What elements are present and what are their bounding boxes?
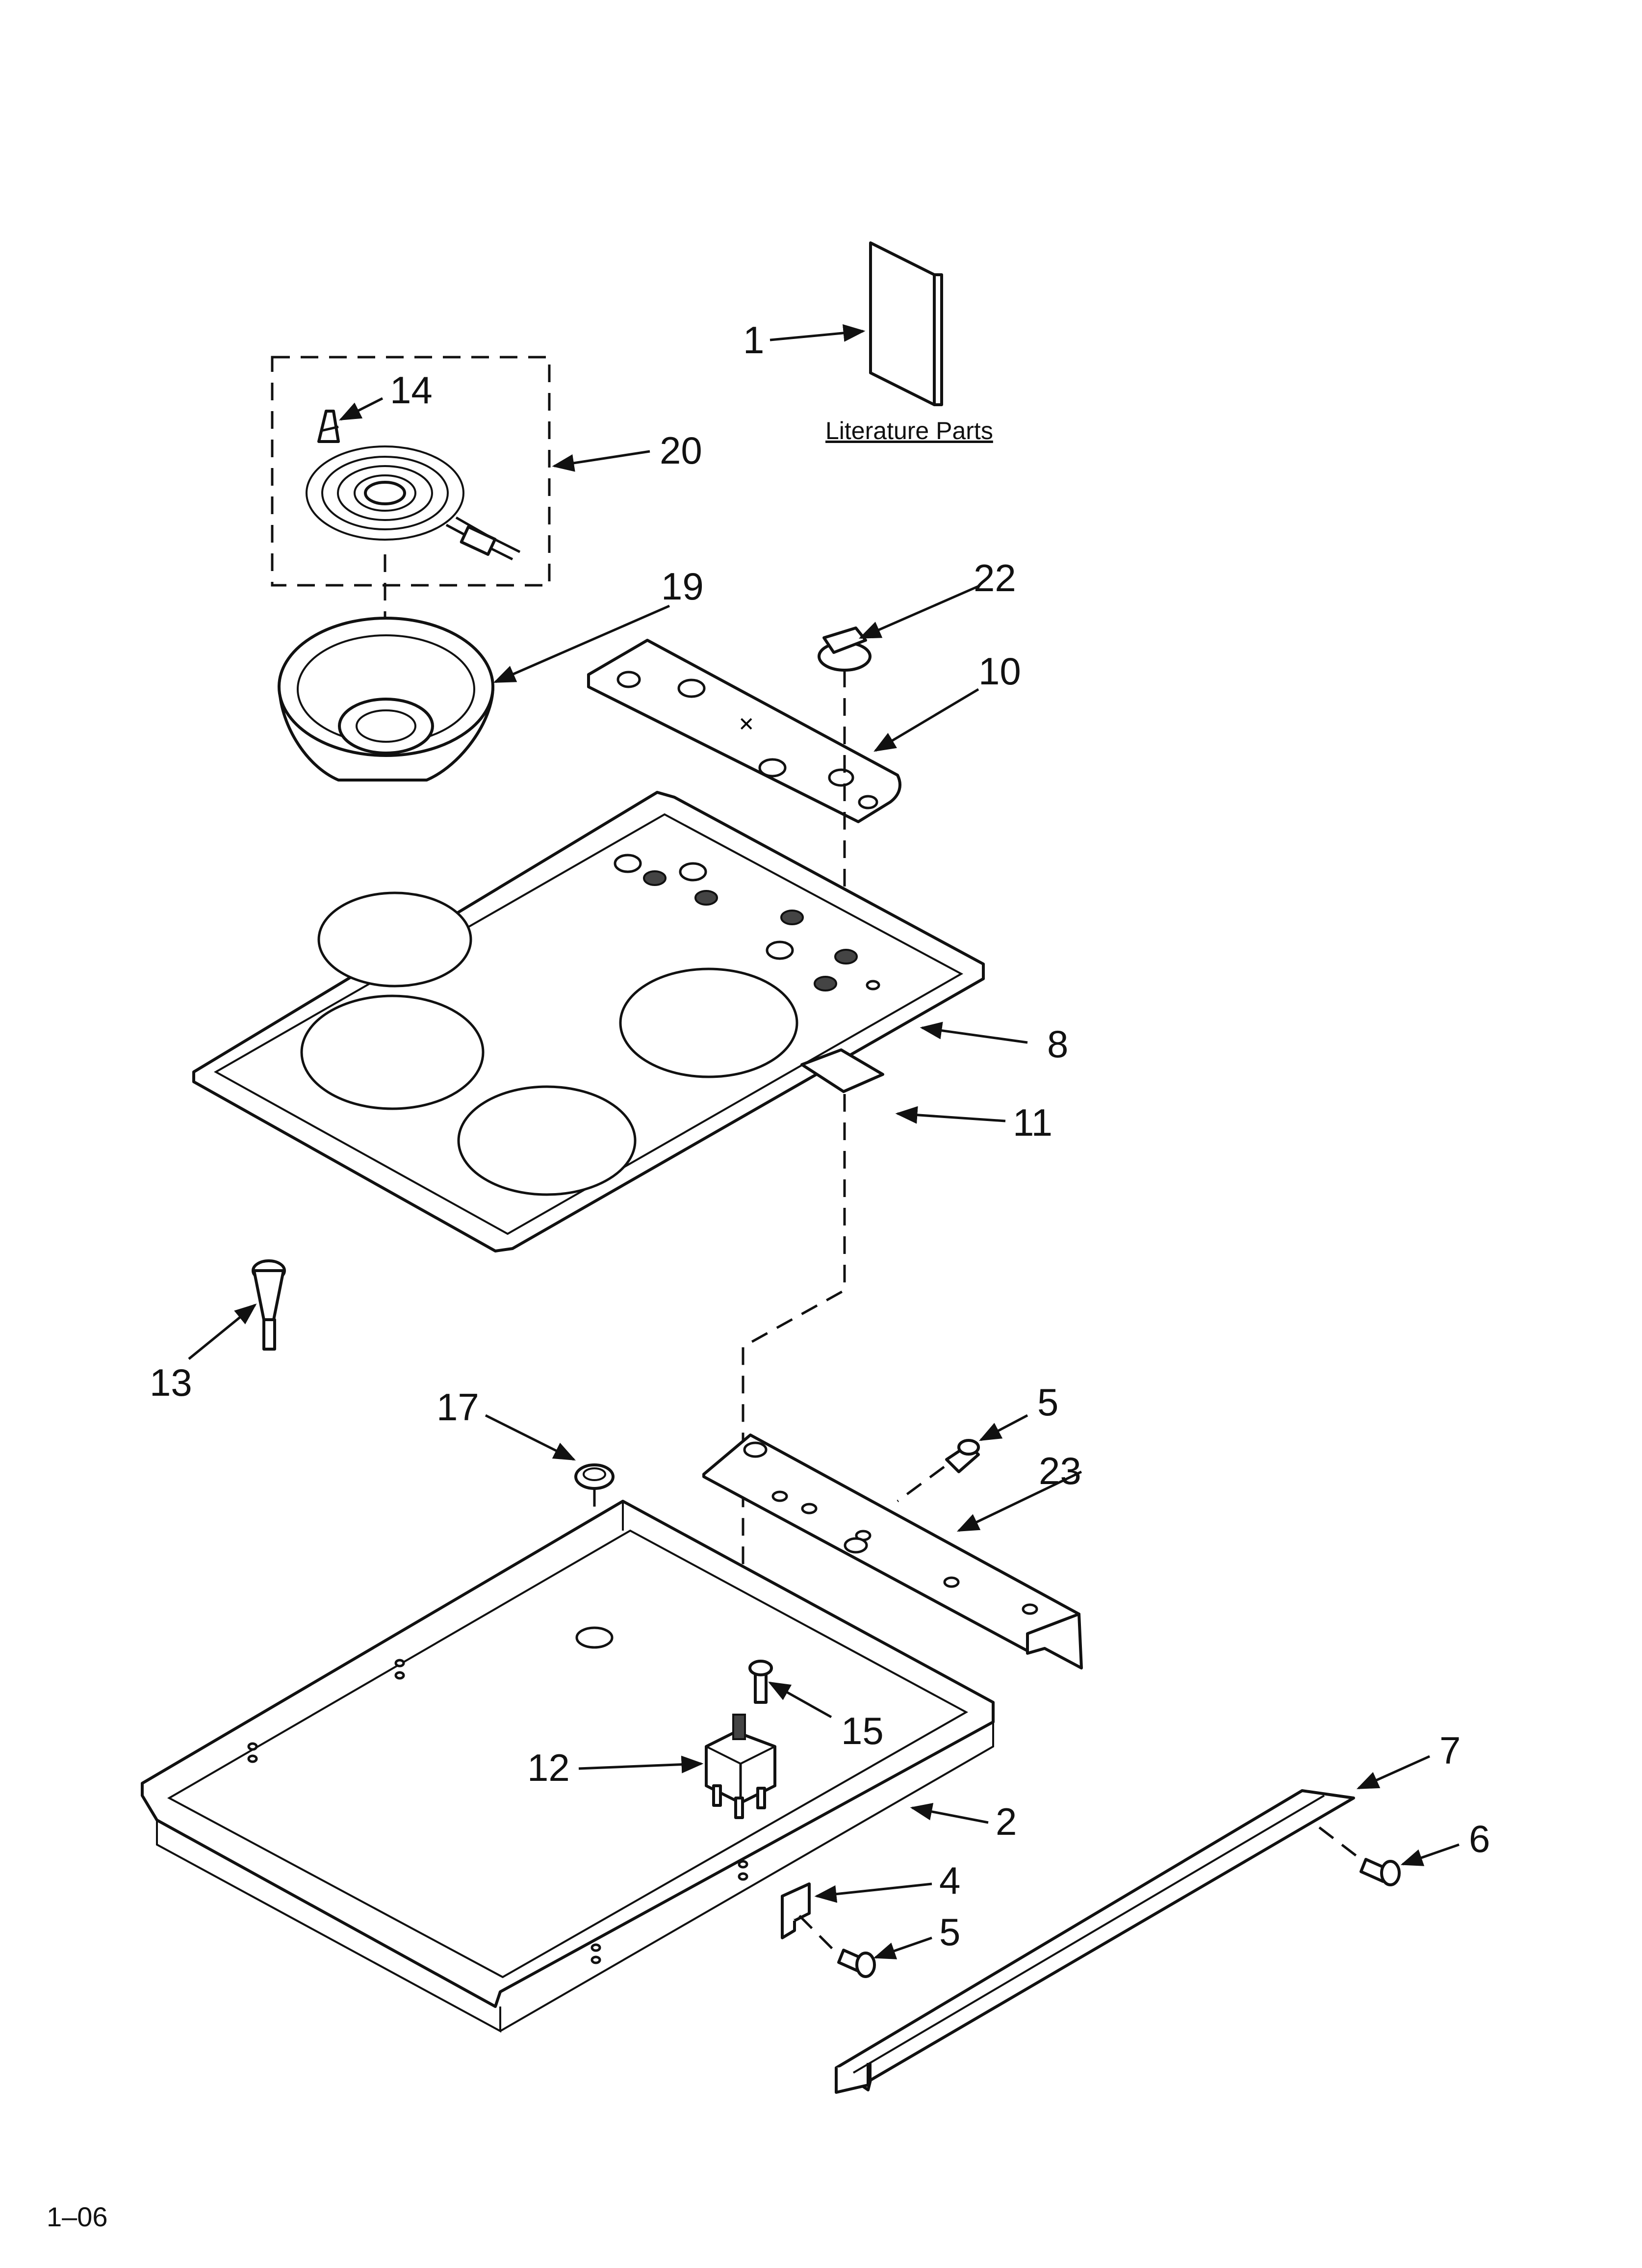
callout-13: 13	[150, 1361, 192, 1404]
switch-bracket	[702, 1434, 1083, 1669]
element-assembly-box	[271, 356, 551, 587]
drip-bowl	[278, 617, 494, 782]
callout-4: 4	[939, 1859, 960, 1902]
control-panel-overlay: ✕	[587, 639, 901, 823]
callout-5-upper: 5	[1037, 1381, 1058, 1424]
mounting-bracket	[781, 1882, 811, 1939]
callout-5-lower: 5	[939, 1910, 960, 1954]
cooktop-base-box	[141, 1500, 995, 2033]
callout-1: 1	[743, 318, 764, 362]
alignment-line-trim-screw	[1318, 1826, 1362, 1860]
screw-upper	[945, 1439, 980, 1473]
callout-15: 15	[841, 1709, 884, 1752]
callout-20: 20	[660, 429, 702, 472]
callout-11: 11	[1013, 1101, 1052, 1144]
callout-8: 8	[1047, 1022, 1068, 1066]
literature-booklet	[869, 241, 943, 406]
trim-strip	[835, 1789, 1355, 2094]
leader-arrows	[188, 324, 1460, 1959]
callout-14: 14	[390, 368, 433, 412]
alignment-line-screw-lower	[798, 1915, 840, 1956]
callout-22: 22	[974, 556, 1016, 600]
element-clip	[317, 410, 340, 443]
switch-screw	[748, 1660, 773, 1704]
callout-10: 10	[978, 650, 1021, 693]
alignment-line-switch	[742, 1094, 846, 1707]
trim-screw	[1360, 1858, 1401, 1886]
literature-parts-label: Literature Parts	[825, 417, 993, 444]
wiring-label	[800, 1048, 884, 1093]
callout-19: 19	[661, 565, 704, 608]
callout-17: 17	[436, 1385, 479, 1429]
callout-2: 2	[996, 1800, 1017, 1843]
page-code: 1–06	[47, 2201, 108, 2232]
screw-lower	[837, 1949, 876, 1978]
callout-6: 6	[1469, 1817, 1490, 1860]
svg-text:✕: ✕	[738, 713, 755, 736]
surface-element-coil	[306, 445, 521, 561]
alignment-line-screw-upper	[897, 1465, 945, 1503]
grommet	[574, 1463, 615, 1490]
control-knob	[818, 626, 872, 672]
cooktop-main	[192, 791, 985, 1252]
infinite-switch	[705, 1714, 776, 1819]
callout-7: 7	[1439, 1729, 1461, 1772]
callout-12: 12	[527, 1746, 570, 1789]
callout-23: 23	[1039, 1449, 1081, 1492]
indicator-light	[252, 1259, 286, 1351]
